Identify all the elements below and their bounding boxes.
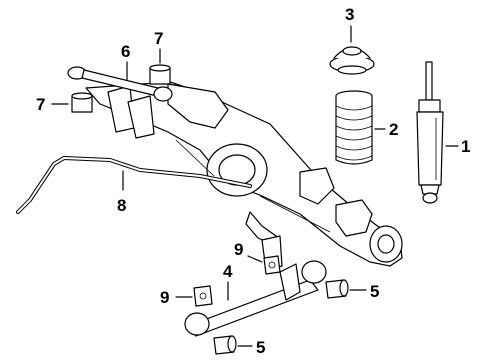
- bushing-upper-right: [149, 64, 171, 85]
- coil-spring: [335, 90, 373, 165]
- callout-9-upper: 9: [234, 240, 243, 259]
- stabilizer-bar: [16, 156, 252, 214]
- callout-5-left: 5: [256, 338, 265, 357]
- spring-seat: [329, 46, 375, 75]
- leader-line: [247, 255, 263, 263]
- bushing-lower-left: [213, 335, 237, 355]
- callout-5-right: 5: [370, 282, 379, 301]
- bushing-upper-left: [71, 92, 93, 113]
- shock-absorber: [416, 61, 444, 204]
- callout-7-top: 7: [154, 29, 163, 48]
- callout-7-left: 7: [36, 95, 45, 114]
- callout-2: 2: [389, 120, 398, 139]
- callout-1: 1: [461, 137, 470, 156]
- callout-9-lower: 9: [160, 288, 169, 307]
- bracket-lower: [193, 285, 213, 307]
- callout-8: 8: [117, 196, 126, 215]
- axle-housing: [85, 81, 403, 267]
- callout-6: 6: [121, 42, 130, 61]
- upper-control-arm: [67, 66, 173, 102]
- lower-control-arm: [184, 235, 327, 337]
- callout-4: 4: [223, 262, 233, 281]
- bracket-upper: [263, 255, 281, 275]
- callout-3: 3: [345, 5, 354, 24]
- bushing-lower-right: [325, 279, 349, 299]
